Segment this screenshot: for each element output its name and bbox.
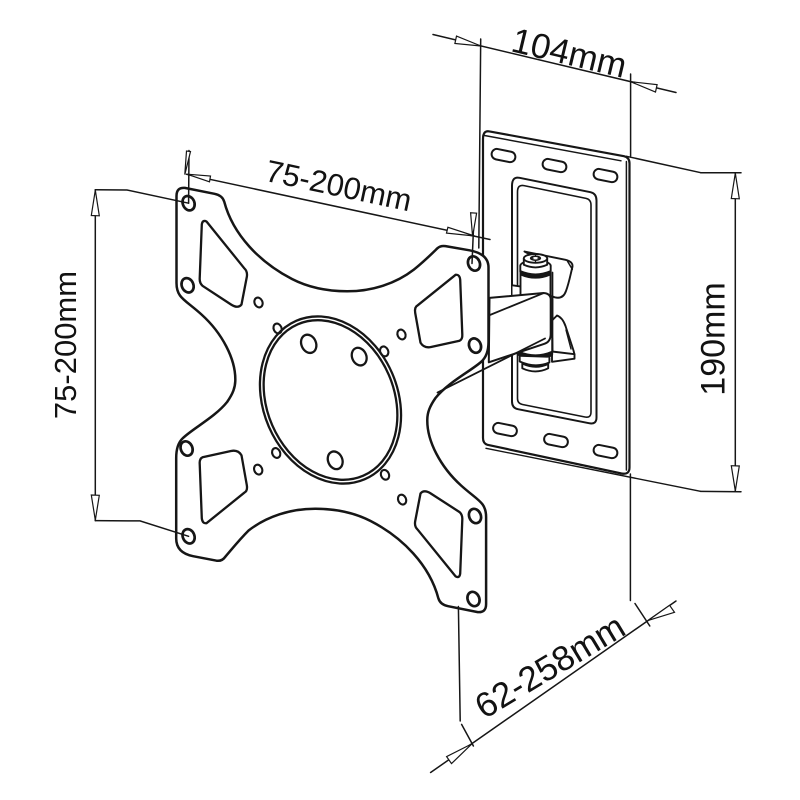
svg-text:190mm: 190mm (695, 282, 733, 395)
svg-text:75-200mm: 75-200mm (48, 271, 83, 419)
